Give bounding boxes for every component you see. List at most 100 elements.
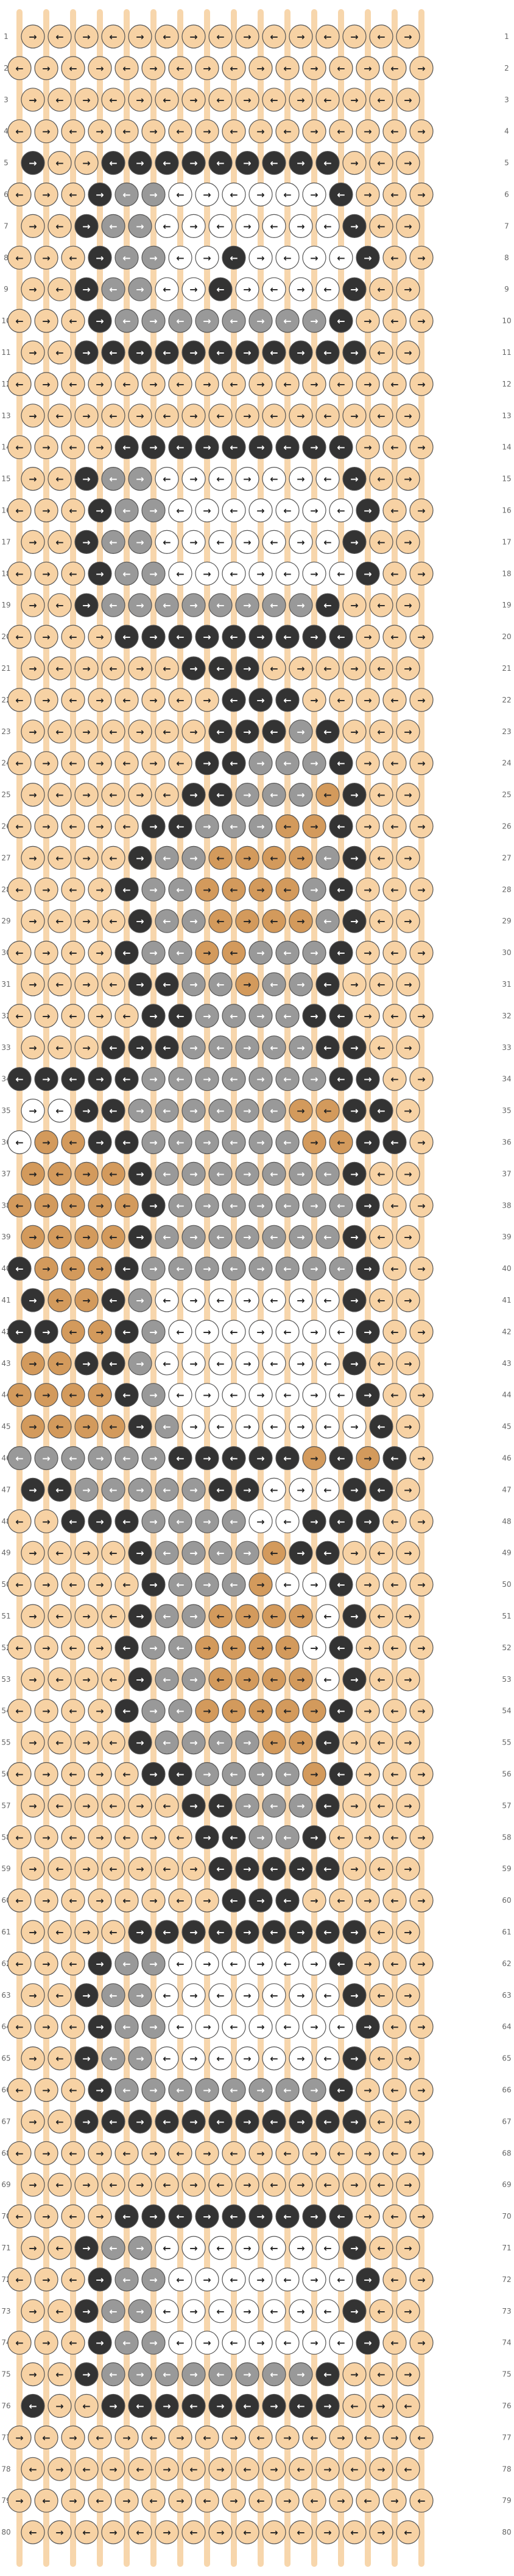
knot: →	[248, 1130, 273, 1155]
knot-circle	[21, 2236, 45, 2260]
knot-circle	[396, 1983, 420, 2007]
knot-circle	[114, 877, 139, 901]
knot-circle	[208, 1920, 233, 1944]
knot: →	[181, 1983, 206, 2007]
knot-direction-arrow: →	[310, 442, 318, 453]
knot-circle	[195, 435, 219, 460]
knot-circle	[21, 404, 45, 428]
knot-direction-arrow: ←	[390, 189, 398, 201]
knot-direction-arrow: ←	[163, 1674, 171, 1685]
knot: →	[369, 2457, 393, 2481]
knot-direction-arrow: ←	[69, 1832, 77, 1843]
knot: →	[235, 1667, 259, 1692]
knot-direction-arrow: →	[96, 2337, 104, 2349]
knot-circle	[34, 56, 58, 80]
knot-direction-arrow: →	[256, 126, 264, 138]
knot: →	[289, 1161, 313, 1186]
knot-circle	[342, 782, 367, 807]
knot-direction-arrow: →	[417, 1832, 425, 1843]
knot-circle	[275, 1446, 300, 1471]
knot-direction-arrow: ←	[337, 315, 345, 327]
row-number-left: 80	[1, 2528, 10, 2536]
knot-direction-arrow: ←	[109, 94, 117, 106]
knot-direction-arrow: →	[189, 1295, 197, 1306]
knot-direction-arrow: ←	[390, 505, 398, 517]
knot-circle	[195, 625, 219, 649]
knot-direction-arrow: ←	[283, 1326, 291, 1338]
knot: ←	[315, 277, 340, 301]
knot-circle	[7, 1130, 32, 1155]
knot-circle	[248, 309, 273, 333]
knot: →	[181, 151, 206, 175]
knot-direction-arrow: ←	[310, 2495, 318, 2507]
knot: →	[181, 277, 206, 301]
knot-circle	[141, 1825, 166, 1849]
knot-direction-arrow: ←	[122, 2274, 130, 2286]
knot-circle	[262, 2362, 286, 2387]
knot-direction-arrow: →	[189, 852, 197, 864]
knot-circle	[168, 1699, 192, 1723]
knot-circle	[356, 1256, 380, 1281]
knot-circle	[61, 625, 85, 649]
knot: →	[235, 1983, 259, 2007]
knot-circle	[356, 2204, 380, 2228]
knot: →	[101, 2393, 125, 2418]
knot: ←	[222, 182, 246, 207]
knot-circle	[409, 435, 434, 460]
knot-circle	[396, 1288, 420, 1312]
knot-direction-arrow: →	[136, 1863, 144, 1875]
knot: →	[195, 1256, 219, 1281]
knot-direction-arrow: ←	[176, 505, 184, 517]
knot-direction-arrow: →	[203, 379, 211, 390]
knot-direction-arrow: ←	[109, 158, 117, 169]
knot-direction-arrow: →	[256, 1010, 264, 1022]
knot-circle	[181, 1351, 206, 1376]
knot-direction-arrow: ←	[230, 1453, 238, 1465]
knot: ←	[208, 719, 233, 744]
knot-direction-arrow: →	[42, 2337, 50, 2349]
knot-circle	[356, 1509, 380, 1533]
knot: →	[356, 561, 380, 586]
knot-direction-arrow: ←	[337, 2085, 345, 2096]
knot-direction-arrow: →	[350, 158, 358, 169]
knot-circle	[7, 56, 32, 80]
knot: ←	[369, 1541, 393, 1565]
knot: ←	[289, 2457, 313, 2481]
knot-direction-arrow: ←	[283, 1263, 291, 1275]
knot-circle	[248, 435, 273, 460]
knot: ←	[7, 561, 32, 586]
knot-circle	[88, 1699, 112, 1723]
knot: ←	[114, 751, 139, 775]
knot: →	[195, 2267, 219, 2292]
knot: ←	[329, 1636, 353, 1660]
knot: ←	[382, 1067, 407, 1091]
knot: ←	[101, 2172, 125, 2197]
knot: →	[181, 593, 206, 617]
knot: ←	[315, 151, 340, 175]
knot-direction-arrow: →	[29, 600, 37, 611]
knot-circle	[262, 909, 286, 933]
knot-direction-arrow: ←	[390, 568, 398, 579]
knot-circle	[302, 940, 326, 965]
knot-direction-arrow: →	[82, 347, 90, 359]
knot-circle	[289, 845, 313, 870]
knot-circle	[34, 2077, 58, 2102]
knot-circle	[369, 1477, 393, 1502]
knot: ←	[222, 1888, 246, 1913]
knot: ←	[155, 1477, 179, 1502]
knot-circle	[329, 309, 353, 333]
knot: →	[34, 498, 58, 523]
knot-direction-arrow: →	[149, 2337, 157, 2349]
knot-circle	[222, 1193, 246, 1217]
knot-direction-arrow: ←	[390, 1200, 398, 1211]
knot-circle	[409, 1699, 434, 1723]
knot: ←	[329, 2331, 353, 2355]
knot-direction-arrow: →	[69, 2495, 77, 2507]
knot: ←	[7, 119, 32, 144]
knot: →	[342, 466, 367, 491]
knot-direction-arrow: ←	[270, 410, 278, 422]
knot: ←	[275, 625, 300, 649]
knot: ←	[409, 2425, 434, 2449]
knot-direction-arrow: ←	[364, 2495, 371, 2507]
knot: ←	[382, 1320, 407, 1344]
